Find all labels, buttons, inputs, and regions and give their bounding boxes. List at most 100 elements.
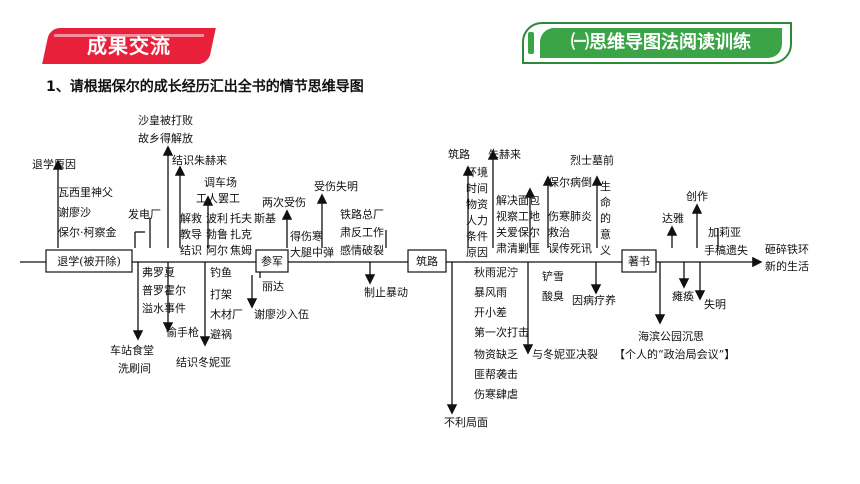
b6-col-2: 阿尔 bbox=[206, 244, 228, 257]
d12: 与冬妮亚决裂 bbox=[532, 347, 598, 361]
d9-1: 暴风雨 bbox=[474, 286, 507, 299]
b14: 保尔病倒 bbox=[548, 175, 592, 189]
b1-item-2: 保尔·柯察金 bbox=[58, 225, 117, 239]
header-left-banner: 成果交流 bbox=[42, 28, 216, 64]
b15-4: 义 bbox=[600, 244, 611, 257]
b6-line2: 工人罢工 bbox=[196, 192, 240, 205]
node-box-start bbox=[45, 249, 133, 273]
d5-0: 钓鱼 bbox=[210, 265, 232, 279]
question-text: 1、请根据保尔的成长经历汇出全书的情节思维导图 bbox=[46, 79, 364, 95]
b18-1: 手稿遗失 bbox=[704, 243, 748, 257]
d7: 谢廖沙入伍 bbox=[254, 307, 309, 321]
d10: 不利局面 bbox=[444, 416, 488, 429]
node-book: 著书 bbox=[628, 254, 650, 268]
b11-0: 筑路 bbox=[448, 147, 470, 161]
node-end-2: 新的生活 bbox=[765, 259, 809, 273]
d3: 车站食堂 bbox=[110, 343, 154, 357]
b8: 受伤失明 bbox=[314, 180, 358, 193]
b3-line1: 沙皇被打败 bbox=[138, 113, 193, 127]
d3-2: 洗刷间 bbox=[118, 362, 151, 375]
b15-1: 命 bbox=[600, 195, 611, 209]
d9-3: 第一次打击 bbox=[474, 325, 529, 339]
d9-0: 秋雨泥泞 bbox=[474, 265, 518, 279]
b6-col-1: 勃鲁 bbox=[206, 227, 228, 241]
section-title: 成果交流 bbox=[87, 34, 171, 58]
b11-3: 物资 bbox=[466, 197, 488, 211]
d17: 【个人的“政治局会议”】 bbox=[614, 347, 735, 361]
d14: 瘫痪 bbox=[672, 289, 694, 303]
node-start: 退学(被开除) bbox=[57, 254, 121, 268]
d9-2: 开小差 bbox=[474, 305, 507, 319]
b15-2: 的 bbox=[600, 211, 611, 225]
d2: 偷手枪 bbox=[166, 325, 199, 339]
d1-1: 普罗霍尔 bbox=[142, 283, 186, 297]
b5-0: 解救 bbox=[180, 211, 202, 225]
b1-item-0: 瓦西里神父 bbox=[58, 185, 113, 199]
node-box-book bbox=[621, 249, 657, 273]
node-end-1: 砸碎铁环 bbox=[765, 242, 809, 256]
b5-1: 教导 bbox=[180, 228, 202, 241]
node-box-army bbox=[255, 249, 289, 273]
d9-4: 物资缺乏 bbox=[474, 347, 518, 361]
b11-5: 条件 bbox=[466, 229, 488, 243]
d11-1: 酸臭 bbox=[542, 289, 564, 303]
d13: 因病疗养 bbox=[572, 293, 616, 307]
d9-6: 伤寒肆虐 bbox=[474, 387, 518, 401]
d15: 失明 bbox=[704, 298, 726, 311]
d1-0: 弗罗夏 bbox=[142, 265, 175, 279]
d11-0: 铲雪 bbox=[542, 269, 564, 283]
header-right-banner: ㈠思维导图法阅读训练 bbox=[522, 22, 792, 64]
d5-1: 打架 bbox=[210, 287, 232, 301]
b6-suffix: 斯基 bbox=[254, 212, 276, 225]
b2: 发电厂 bbox=[128, 207, 161, 221]
b17: 创作 bbox=[686, 190, 708, 203]
b10-2: 感情破裂 bbox=[340, 243, 384, 257]
node-road: 筑路 bbox=[416, 254, 438, 268]
b6-rest-2: 焦姆 bbox=[230, 243, 252, 257]
d1-2: 溢水事件 bbox=[142, 301, 186, 315]
b16: 达雅 bbox=[662, 211, 684, 225]
d4: 结识冬妮亚 bbox=[176, 355, 231, 369]
b11-6: 原因 bbox=[466, 246, 488, 259]
b15: 烈士墓前 bbox=[570, 153, 614, 167]
b3-line2: 故乡得解放 bbox=[138, 131, 193, 145]
b11-2: 时间 bbox=[466, 182, 488, 195]
b14-1: 救治 bbox=[548, 225, 570, 239]
d5-2: 木材厂 bbox=[210, 307, 243, 321]
b9-1: 大腿中弹 bbox=[290, 245, 334, 259]
b13-2: 关爱保尔 bbox=[496, 225, 540, 239]
b15-3: 意 bbox=[600, 227, 611, 241]
b10-0: 铁路总厂 bbox=[340, 207, 384, 221]
d9-5: 匪帮袭击 bbox=[474, 367, 518, 381]
b6-rest-1: 扎克 bbox=[230, 227, 252, 241]
b13-3: 肃清剿匪 bbox=[496, 241, 540, 255]
banner-accent-bar bbox=[528, 32, 534, 54]
b14-2: 误传死讯 bbox=[548, 242, 592, 255]
b7: 两次受伤 bbox=[262, 195, 306, 209]
b1: 退学原因 bbox=[32, 157, 76, 171]
node-box-road bbox=[407, 249, 447, 273]
b11-4: 人力 bbox=[466, 214, 488, 227]
b11-1: 环境 bbox=[466, 165, 488, 179]
b5-2: 结识 bbox=[180, 244, 202, 257]
b14-0: 伤寒肺炎 bbox=[548, 209, 592, 223]
d16: 海滨公园沉思 bbox=[638, 329, 704, 343]
b10-1: 肃反工作 bbox=[340, 226, 384, 239]
b13-1: 视察工地 bbox=[496, 209, 540, 223]
d5-3: 避祸 bbox=[210, 327, 232, 341]
b4: 结识朱赫来 bbox=[172, 154, 227, 167]
b6-col-0: 波利 bbox=[206, 212, 228, 225]
b18-0: 加莉亚 bbox=[708, 226, 741, 239]
b9-0: 得伤寒 bbox=[290, 229, 323, 243]
b13-0: 解决面包 bbox=[496, 193, 540, 207]
b15-0: 生 bbox=[600, 179, 611, 193]
training-title: ㈠思维导图法阅读训练 bbox=[571, 32, 751, 53]
b1-item-1: 谢廖沙 bbox=[58, 205, 91, 219]
d6: 丽达 bbox=[262, 280, 284, 293]
b6-line1: 调车场 bbox=[204, 175, 237, 189]
b6-rest-0: 托夫 bbox=[230, 211, 252, 225]
banner-inner bbox=[540, 28, 782, 58]
d8: 制止暴动 bbox=[364, 286, 408, 299]
node-army: 参军 bbox=[261, 254, 283, 268]
